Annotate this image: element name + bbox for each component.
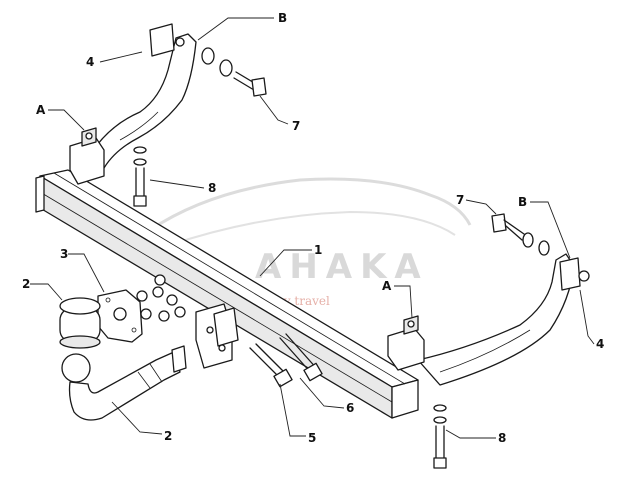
bolt-top-right <box>491 213 550 256</box>
callout-a-left: A <box>36 103 46 117</box>
callout-3-socket: 3 <box>60 247 68 261</box>
socket-plate <box>97 289 143 343</box>
callout-2-neck: 2 <box>164 429 172 443</box>
callout-8-mid: 8 <box>208 181 216 195</box>
watermark-brand: AHAKA <box>255 247 429 287</box>
callout-b-right: B <box>518 195 527 209</box>
callout-4-right: 4 <box>596 337 604 351</box>
center-mount-plates <box>195 303 239 369</box>
watermark-car-outline <box>149 177 472 232</box>
callout-7-left: 7 <box>292 119 300 133</box>
right-side-bracket <box>387 253 590 386</box>
callout-5-bolt: 5 <box>308 431 316 445</box>
ball-neck <box>61 345 187 421</box>
bolt-short <box>249 343 293 388</box>
callout-a-right: A <box>382 279 392 293</box>
callout-4-left: 4 <box>86 55 94 69</box>
bolt-bottom <box>433 404 447 469</box>
callout-6-bolt: 6 <box>346 401 354 415</box>
callout-7-right: 7 <box>456 193 464 207</box>
bracket-4-left-plate <box>149 23 175 57</box>
ball-cap <box>59 297 101 349</box>
washer-nut-cluster <box>136 274 186 322</box>
bolt-long <box>279 333 323 382</box>
callout-1-crossbar: 1 <box>314 243 322 257</box>
left-side-bracket <box>69 23 197 185</box>
callout-b-left: B <box>278 11 287 25</box>
callout-8-bottom: 8 <box>498 431 506 445</box>
callout-labels: 4 B A 7 8 1 3 2 2 6 5 A 7 B 4 8 <box>22 11 604 445</box>
leader-lines <box>30 17 595 439</box>
mount-a-right <box>387 327 425 371</box>
bracket-4-right-plate <box>559 257 581 291</box>
bolt-mid <box>133 146 147 207</box>
main-crossbar <box>35 169 419 419</box>
bolt-top-left <box>201 47 267 97</box>
callout-2-cap: 2 <box>22 277 30 291</box>
